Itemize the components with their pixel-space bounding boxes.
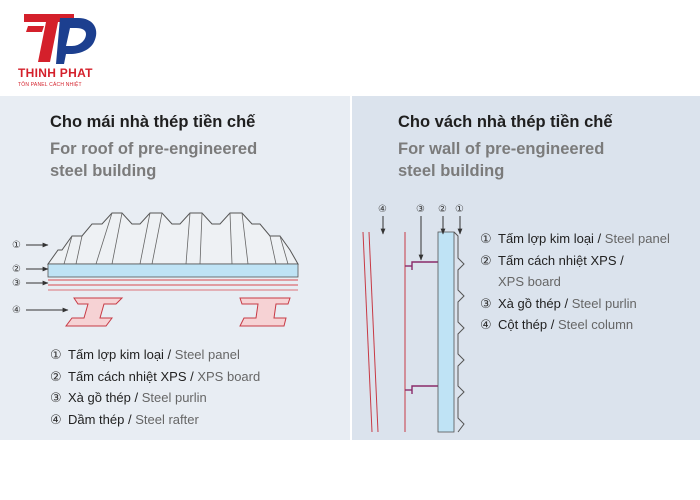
wall-legend-item-continued: XPS board [498,274,561,289]
wall-panel [352,96,700,440]
roof-title-en-line2: steel building [50,162,157,180]
roof-steel-purlin [48,279,298,291]
wall-title-en-line1: For wall of pre-engineered [398,140,605,158]
wall-steel-column [362,231,379,433]
wall-callout-1: ① [455,204,464,215]
roof-callout-2: ② [12,264,21,275]
wall-steel-purlin [405,261,438,394]
wall-callout-2: ② [438,204,447,215]
roof-steel-panel [47,212,299,265]
brand-name: THINH PHAT [18,66,93,80]
wall-callout-3: ③ [416,204,425,215]
thinh-phat-logo-icon [24,14,97,64]
wall-xps-board [437,231,455,433]
roof-xps-board [47,263,299,278]
roof-callout-4: ④ [12,305,21,316]
roof-steel-rafter [65,297,291,327]
roof-title-vi: Cho mái nhà thép tiền chế [50,113,256,131]
wall-title-en-line2: steel building [398,162,505,180]
brand-tagline: TÔN PANEL CÁCH NHIỆT [18,82,82,88]
roof-title-en-line1: For roof of pre-engineered [50,140,258,158]
wall-callout-4: ④ [378,204,387,215]
wall-title-vi: Cho vách nhà thép tiền chế [398,113,613,131]
wall-steel-panel [453,231,465,433]
roof-callout-3: ③ [12,278,21,289]
roof-callout-1: ① [12,240,21,251]
